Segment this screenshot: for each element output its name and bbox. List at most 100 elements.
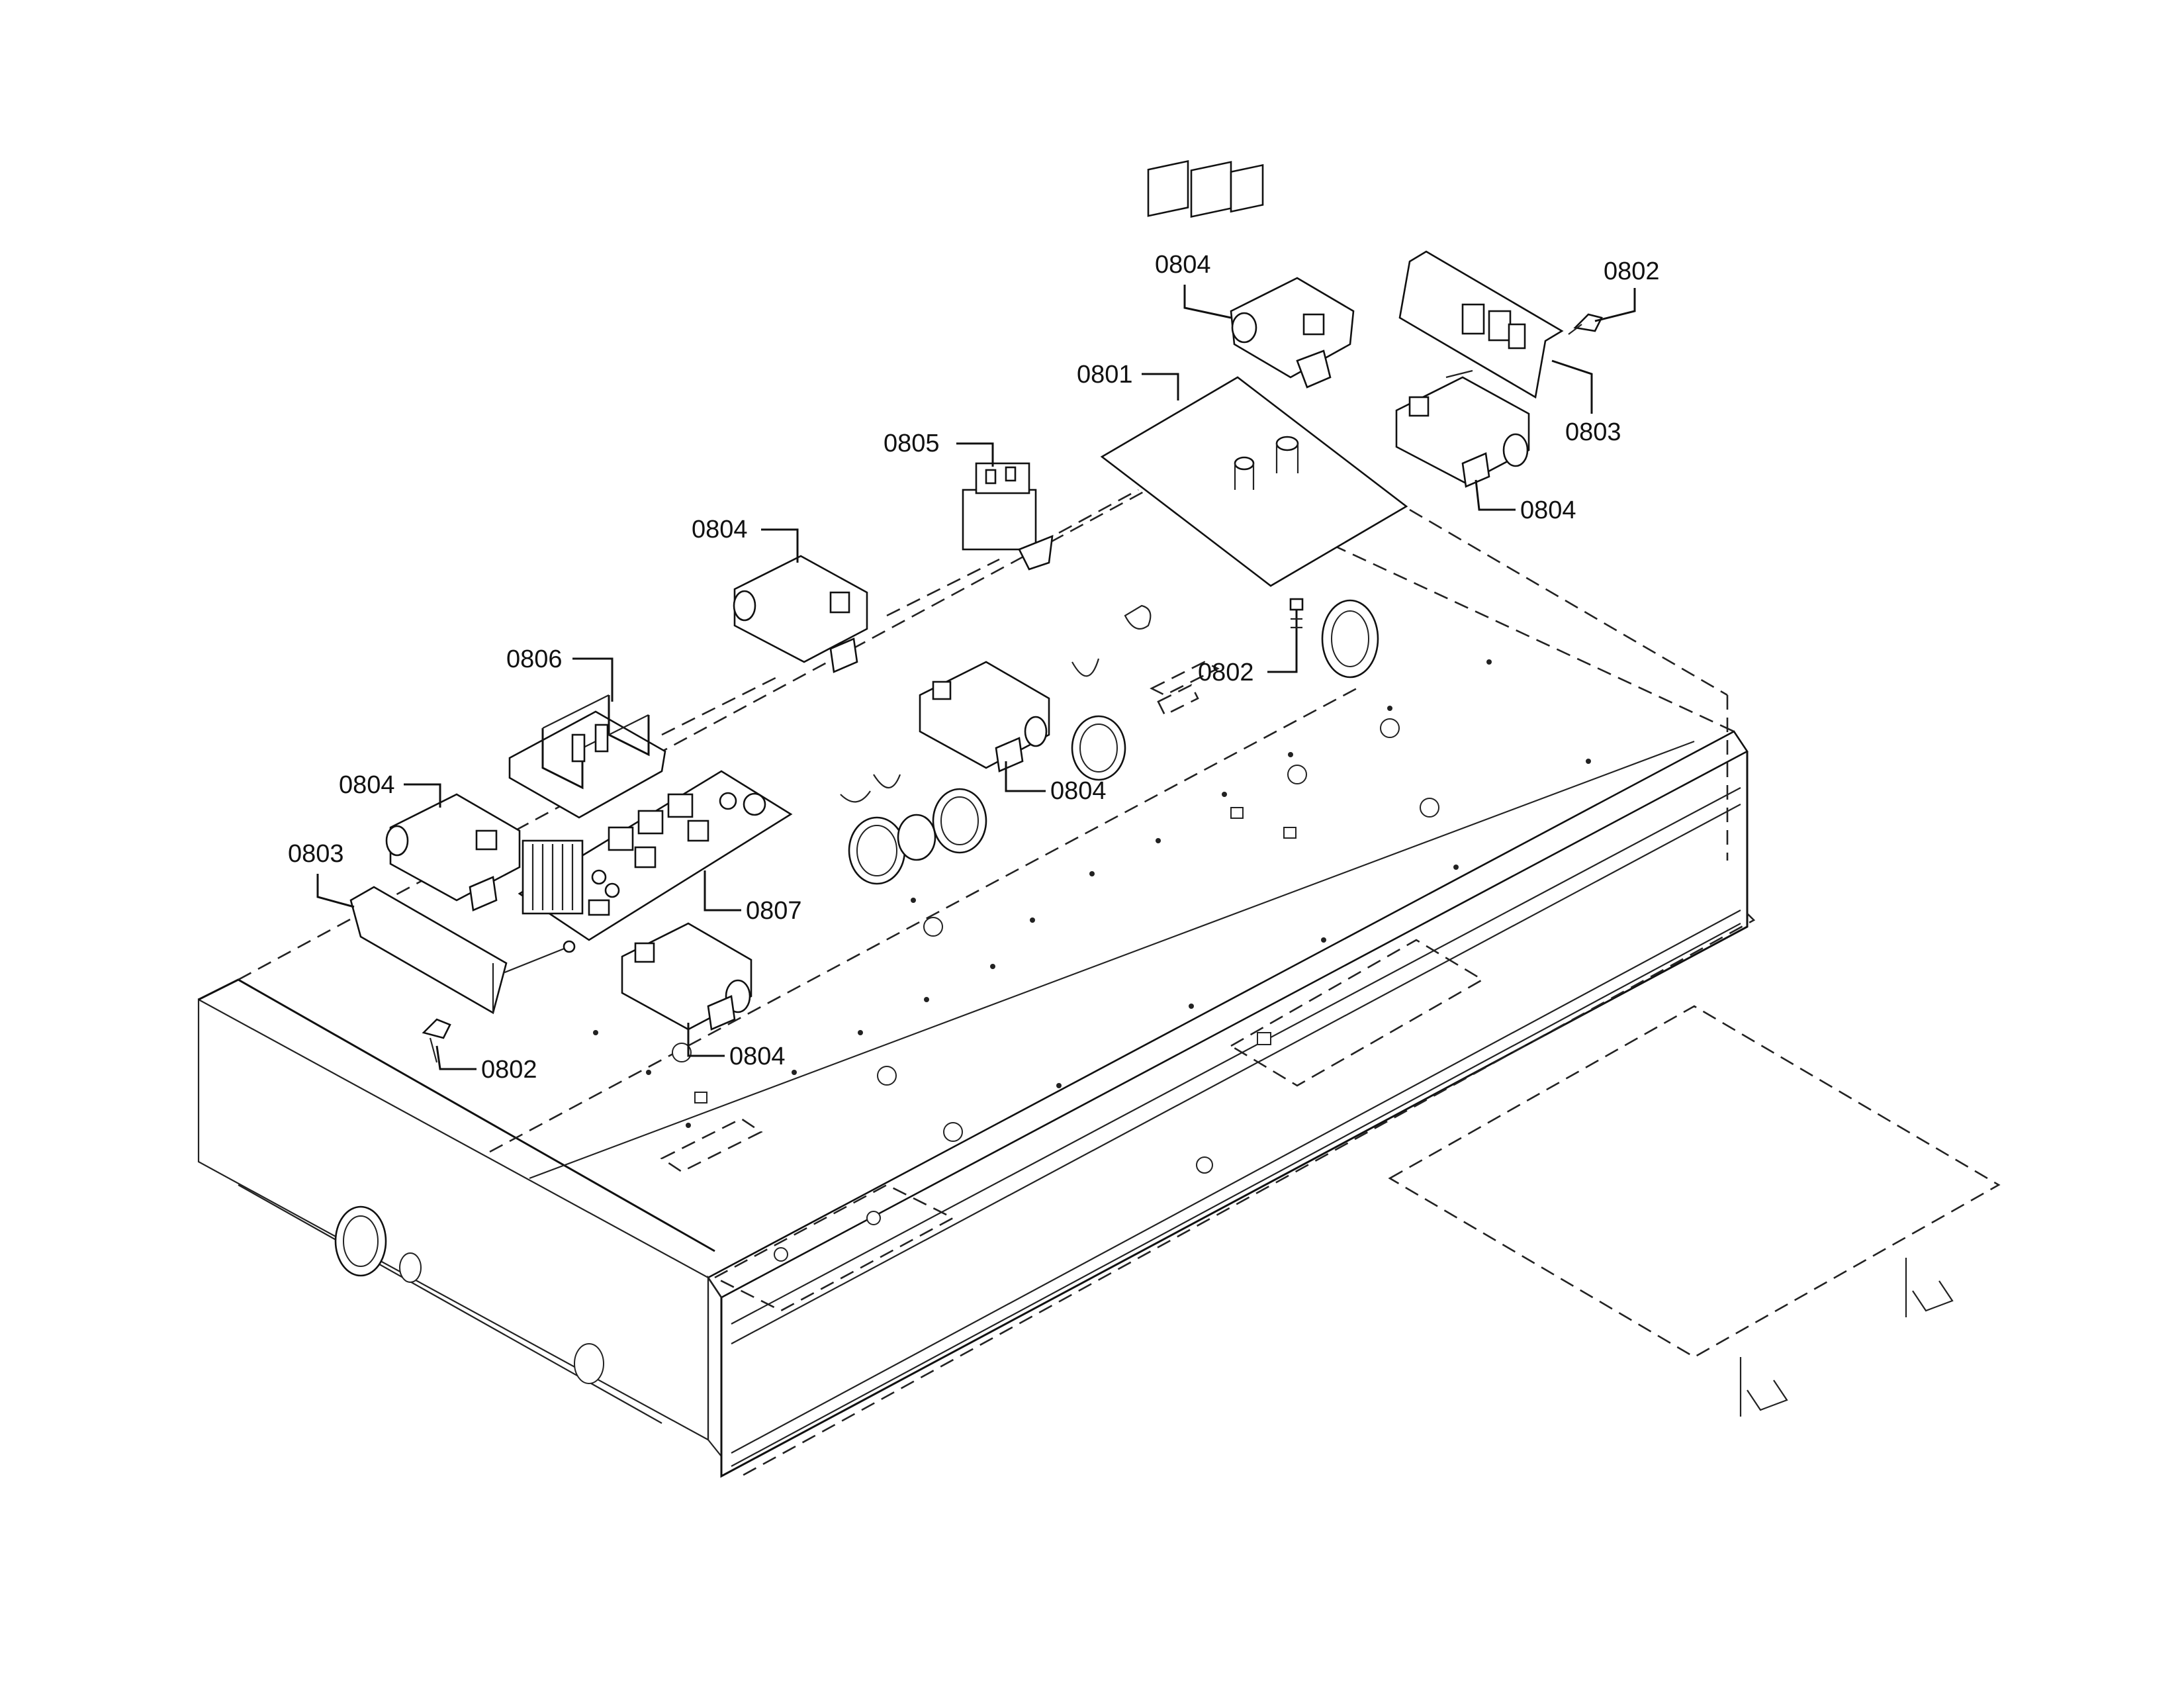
leader-0802-top	[1594, 288, 1636, 322]
spark-module-right	[1395, 376, 1530, 488]
bracket-base	[508, 710, 666, 819]
deck-features	[593, 599, 1591, 1312]
spark-module-lower-left	[385, 793, 521, 912]
bracket-0806	[508, 694, 666, 819]
deck-cutout-right	[1229, 939, 1484, 1087]
bracket-right-wall	[608, 695, 650, 757]
callout-0806: 0806	[506, 645, 563, 673]
screw-center	[1289, 598, 1304, 639]
side-opening-3	[574, 1343, 604, 1384]
power-board-0807	[518, 770, 793, 941]
knob-hole-2	[897, 814, 936, 861]
leader-0803-right	[1551, 359, 1593, 414]
wire-clip	[1124, 604, 1152, 630]
transformer-top	[975, 462, 1030, 494]
side-opening-2	[399, 1252, 422, 1283]
display-wire	[502, 945, 570, 974]
callout-0804-top: 0804	[1155, 251, 1211, 279]
leader-0804-top	[1183, 285, 1232, 319]
callout-0804-upper-left: 0804	[692, 516, 748, 543]
spark-module-lower	[621, 922, 752, 1031]
callout-0802-lower: 0802	[481, 1056, 537, 1084]
chassis-left-side	[197, 998, 709, 1441]
leader-0804-mid	[1005, 761, 1046, 792]
chassis-left-top-edge	[198, 978, 715, 1252]
callout-0805: 0805	[884, 430, 940, 457]
leader-0806	[572, 657, 614, 702]
module-body-lower-left	[389, 793, 521, 902]
module-body-mid	[919, 661, 1050, 769]
bottom-cover-panel	[1388, 1005, 2001, 1417]
transformer-0805	[962, 462, 1054, 571]
chassis-front-rim	[707, 730, 1749, 1299]
callout-0802-center: 0802	[1198, 659, 1254, 686]
callout-0802-top: 0802	[1604, 258, 1660, 285]
deck-cutout-left	[713, 1184, 955, 1312]
callout-0804-right: 0804	[1520, 496, 1576, 524]
cover-foot-1	[1747, 1380, 1788, 1411]
clip-2	[873, 774, 901, 788]
guide-3	[1058, 489, 1139, 534]
leader-0802-lower	[435, 1045, 477, 1070]
panel-cutout	[1157, 684, 1199, 716]
callout-0803-left: 0803	[288, 840, 344, 868]
leader-0804-right	[1475, 479, 1516, 511]
relay-3	[1230, 164, 1264, 213]
explode-guides	[661, 489, 1139, 736]
callout-0804-lower-left: 0804	[339, 771, 395, 799]
chassis-front-rail-3	[731, 910, 1741, 1454]
screw-lower-left	[422, 1018, 451, 1063]
cover-foot-2	[1912, 1280, 1954, 1312]
transformer-body	[962, 489, 1037, 551]
deck-small-cutout	[660, 1117, 763, 1173]
leader-0804-lower-left	[404, 783, 441, 808]
callout-labels: 0804 0802 0801 0803 0805 0804 0804 0802 …	[288, 251, 1660, 1084]
guide-1	[661, 674, 782, 736]
leader-0804-upper-left	[761, 528, 799, 563]
relay-2	[1190, 161, 1232, 218]
display-board-left	[349, 886, 576, 1014]
cover-panel-outline	[1388, 1005, 2001, 1358]
callout-0804-lower: 0804	[729, 1043, 786, 1070]
callout-0804-mid: 0804	[1050, 777, 1107, 805]
ribbon-wire	[1445, 369, 1473, 379]
bracket-left-wall	[541, 728, 584, 790]
relay-1	[1147, 160, 1189, 217]
callout-0803-right: 0803	[1565, 418, 1621, 446]
chassis-right-back-dashed	[1409, 508, 1728, 696]
chassis-front-rail-2	[731, 804, 1741, 1344]
side-opening-1-inner	[343, 1215, 379, 1267]
leader-0802-center	[1267, 639, 1298, 673]
callout-0801: 0801	[1077, 361, 1133, 389]
clip-1	[840, 790, 871, 803]
chassis-front-left-post	[707, 1275, 723, 1459]
knob-openings	[840, 604, 1199, 885]
chassis-front-face	[720, 751, 1749, 1478]
spark-module-upper-left	[733, 555, 868, 673]
callout-0807: 0807	[746, 897, 802, 925]
chassis-deck-line	[529, 740, 1695, 1180]
chassis-bottom-dashed	[741, 913, 1756, 1477]
leader-0804-lower	[687, 1023, 725, 1057]
display-board-right	[1398, 250, 1564, 399]
transformer-bracket	[1018, 534, 1054, 571]
screw-top-right	[1568, 313, 1603, 335]
module-body-upper-left	[733, 555, 868, 663]
leader-lines	[316, 285, 1636, 1070]
display-board-left-plate	[349, 886, 508, 1014]
clip-3	[1071, 658, 1100, 677]
leader-0807	[704, 870, 741, 912]
chassis-front-rail-4	[731, 923, 1741, 1467]
leader-0803-left	[316, 874, 355, 908]
leader-0805	[956, 442, 994, 467]
chassis-left-lower-lip	[238, 1184, 662, 1424]
chassis-front-rail-1	[731, 787, 1741, 1325]
module-body-right	[1395, 376, 1530, 485]
chassis-inner-dashed-1	[489, 687, 1357, 1153]
relay-board-0801	[1100, 160, 1408, 587]
leader-0801	[1142, 373, 1179, 400]
deck-tab-cutout	[1150, 661, 1220, 696]
guide-2	[886, 558, 1000, 617]
